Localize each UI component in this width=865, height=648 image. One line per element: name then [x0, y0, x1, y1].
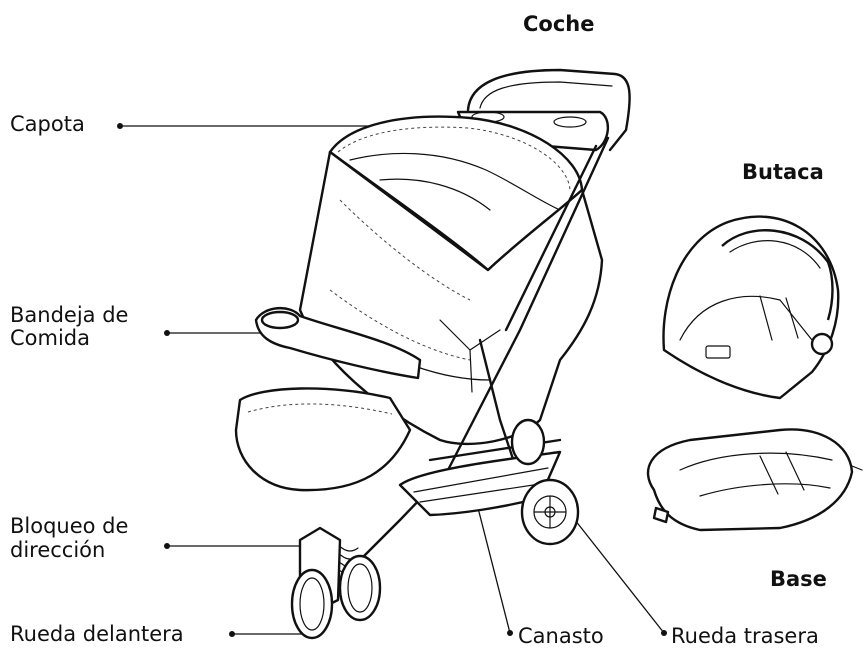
- stroller-illustration: [236, 70, 630, 638]
- car-seat-illustration: [664, 217, 839, 398]
- leader-line-rear-wheel: [575, 520, 664, 633]
- front-wheel-left: [292, 570, 332, 638]
- leader-line-basket: [478, 508, 510, 633]
- stroller-leg-cover: [236, 388, 410, 490]
- front-wheel-right: [340, 556, 380, 620]
- base-body: [648, 429, 852, 530]
- base-illustration: [648, 429, 862, 530]
- tray-cup-holder: [262, 312, 298, 328]
- rear-wheel-left: [512, 420, 544, 464]
- car-seat-handle-knob: [812, 334, 832, 354]
